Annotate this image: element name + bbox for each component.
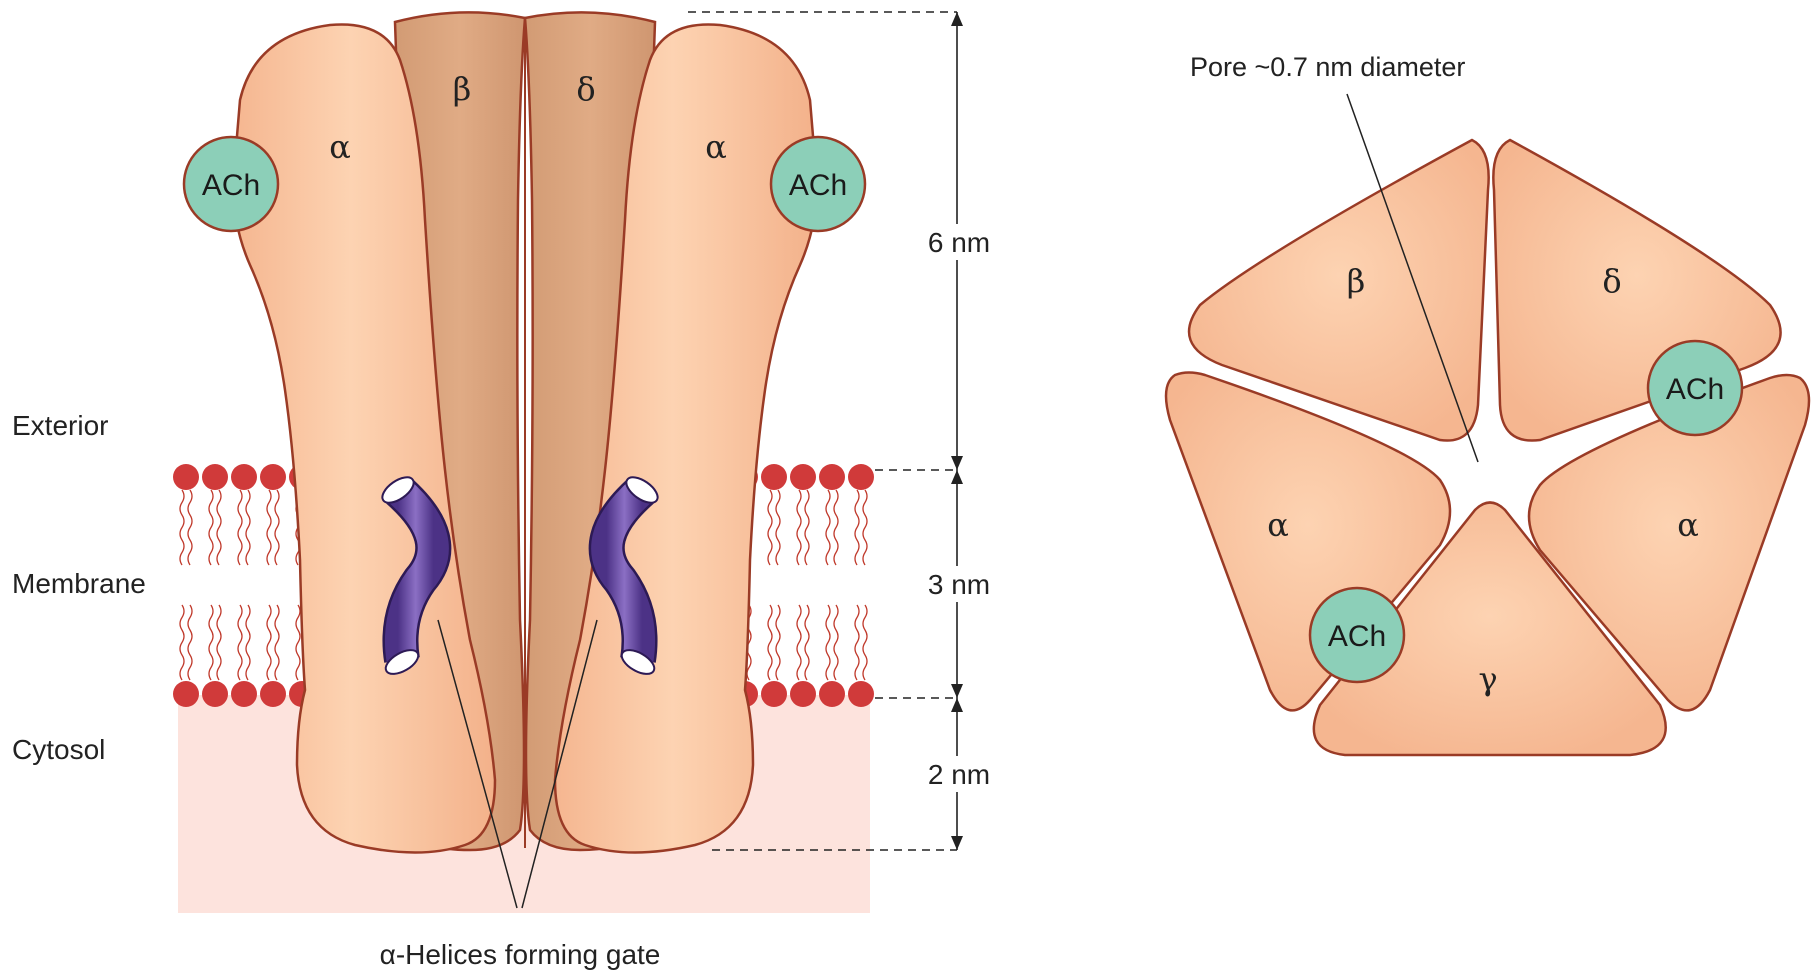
lipid-tail xyxy=(805,490,809,565)
subunit-label-alpha-right: α xyxy=(705,128,727,166)
lipid-tail xyxy=(776,490,780,565)
lipid-tail xyxy=(805,605,809,680)
subunit-label-delta: δ xyxy=(576,70,595,108)
lipid-head xyxy=(819,681,845,707)
lipid-bilayer-left xyxy=(173,464,315,707)
lipid-tail xyxy=(246,490,250,565)
lipid-tail xyxy=(855,490,859,565)
lipid-tail xyxy=(180,605,184,680)
svg-text:ACh: ACh xyxy=(1328,620,1386,653)
top-ach-site-bottom: ACh xyxy=(1310,588,1404,682)
svg-text:ACh: ACh xyxy=(789,169,847,202)
lipid-tail xyxy=(826,490,830,565)
lipid-tail xyxy=(834,605,838,680)
lipid-tail xyxy=(826,605,830,680)
lipid-tail xyxy=(855,605,859,680)
lipid-head xyxy=(819,464,845,490)
lipid-tail xyxy=(275,605,279,680)
top-label-alpha-left: α xyxy=(1267,506,1289,544)
lipid-head xyxy=(260,681,286,707)
subunit-label-alpha-left: α xyxy=(329,128,351,166)
lipid-tail xyxy=(267,490,271,565)
helix-caption: α-Helices forming gate xyxy=(380,939,661,970)
lipid-head xyxy=(790,464,816,490)
lipid-head xyxy=(848,464,874,490)
lipid-tail xyxy=(180,490,184,565)
lipid-tail xyxy=(238,605,242,680)
lipid-head xyxy=(848,681,874,707)
top-view: Pore ~0.7 nm diameter ACh ACh β δ α α γ xyxy=(1166,52,1809,755)
lipid-head xyxy=(231,681,257,707)
svg-text:ACh: ACh xyxy=(1666,373,1724,406)
lipid-tail xyxy=(768,605,772,680)
lipid-tail xyxy=(296,605,300,680)
lipid-tail xyxy=(238,490,242,565)
region-label-exterior: Exterior xyxy=(12,410,108,441)
lipid-head xyxy=(761,681,787,707)
lipid-tail xyxy=(863,605,867,680)
lipid-head xyxy=(790,681,816,707)
side-view: ACh ACh α β δ α Exterior Membrane Cytoso… xyxy=(12,12,1010,970)
lipid-tail xyxy=(275,490,279,565)
lipid-tail xyxy=(797,605,801,680)
lipid-tail xyxy=(863,490,867,565)
lipid-tail xyxy=(768,490,772,565)
lipid-head xyxy=(173,681,199,707)
lipid-head xyxy=(202,681,228,707)
lipid-tail xyxy=(776,605,780,680)
lipid-tail xyxy=(209,490,213,565)
lipid-tail xyxy=(188,605,192,680)
lipid-tail xyxy=(797,490,801,565)
subunit-label-beta: β xyxy=(453,70,472,108)
dimension-label-membrane: 3 nm xyxy=(928,569,990,600)
lipid-head xyxy=(231,464,257,490)
lipid-tail xyxy=(188,490,192,565)
top-label-alpha-right: α xyxy=(1677,506,1699,544)
pore-label: Pore ~0.7 nm diameter xyxy=(1190,52,1465,82)
region-label-membrane: Membrane xyxy=(12,568,146,599)
lipid-head xyxy=(761,464,787,490)
lipid-tail xyxy=(217,605,221,680)
dimension-label-bottom: 2 nm xyxy=(928,759,990,790)
ach-site-left: ACh xyxy=(184,137,278,231)
dimension-label-top: 6 nm xyxy=(928,227,990,258)
lipid-tail xyxy=(246,605,250,680)
lipid-tail xyxy=(834,490,838,565)
ach-site-right: ACh xyxy=(771,137,865,231)
svg-text:ACh: ACh xyxy=(202,169,260,202)
top-label-delta: δ xyxy=(1602,262,1621,300)
lipid-tail xyxy=(217,490,221,565)
top-label-gamma: γ xyxy=(1478,660,1497,698)
lipid-head xyxy=(173,464,199,490)
lipid-tail xyxy=(267,605,271,680)
lipid-head xyxy=(260,464,286,490)
region-label-cytosol: Cytosol xyxy=(12,734,105,765)
lipid-tail xyxy=(209,605,213,680)
top-label-beta: β xyxy=(1347,262,1366,300)
lipid-head xyxy=(202,464,228,490)
top-ach-site-right: ACh xyxy=(1648,341,1742,435)
